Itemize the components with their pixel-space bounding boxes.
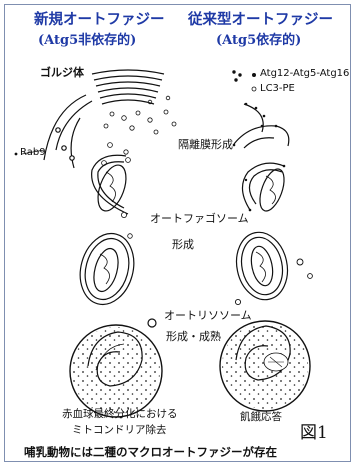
left-phagophore — [92, 155, 132, 214]
right-caption: 飢餓応答 — [240, 409, 282, 424]
legend-lc3-label: LC3-PE — [260, 83, 295, 94]
figure-label: 図1 — [300, 418, 328, 443]
left-autolysosome — [70, 325, 162, 417]
left-caption-line-1: 赤血球最終分化における — [62, 406, 178, 421]
isolation-membrane-label: 隔離膜形成 — [178, 136, 233, 152]
rab9-label: Rab9 — [20, 147, 46, 158]
bottom-note: 哺乳動物には二種のマクロオートファジーが存在 — [24, 444, 277, 460]
golgi-label: ゴルジ体 — [40, 64, 84, 80]
legend-filled-dots — [232, 70, 256, 81]
autolysosome-label: オートリソソーム — [164, 307, 252, 323]
left-caption-line-2: ミトコンドリア除去 — [72, 422, 167, 437]
right-autolysosome — [220, 321, 310, 411]
autophagosome-label-2: 形成 — [172, 236, 194, 252]
autolysosome-label-2: 形成・成熟 — [166, 328, 221, 344]
right-autophagosome — [230, 228, 293, 305]
legend-atg-label: Atg12-Atg5-Atg16 — [260, 68, 349, 79]
legend-open-dot — [252, 87, 256, 91]
right-phagophore — [242, 163, 288, 214]
left-membranes — [44, 95, 92, 168]
left-autophagosome — [73, 227, 142, 310]
autophagosome-label: オートファゴソーム — [150, 210, 249, 226]
golgi-stack — [92, 70, 164, 104]
